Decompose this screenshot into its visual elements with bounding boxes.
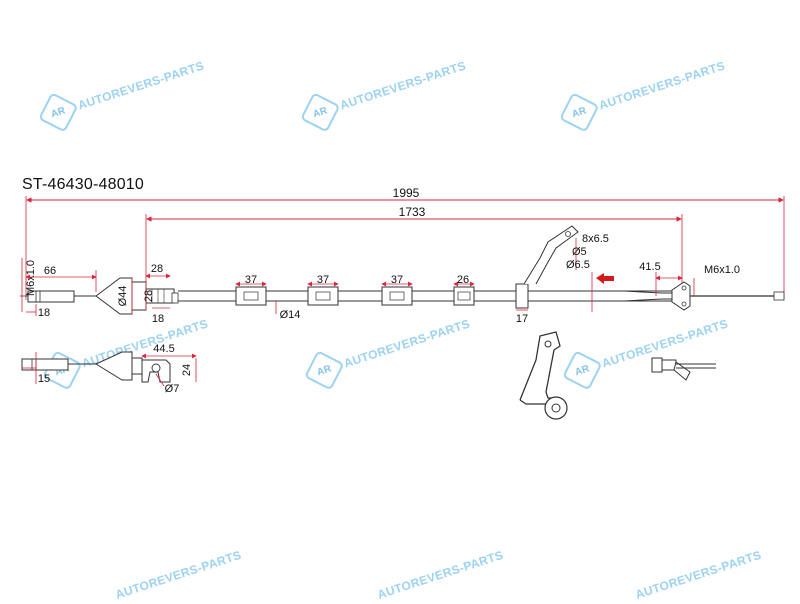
dim-lower-24-label: 24 [181,364,193,376]
dim-lower-d7-label: Ø7 [165,383,180,395]
bellows [95,277,179,315]
dim-left-thread-label: M6x1.0 [25,260,37,296]
dim-lower-15: 15 [22,352,50,385]
dim-cable-d14-label: Ø14 [280,309,301,321]
sleeve-4: 26 [453,274,475,306]
dim-right-thread: M6x1.0 [693,264,740,296]
dim-overall-label: 1995 [393,186,420,200]
dim-bellows-28h-label: 28 [143,290,155,302]
dim-left-66-label: 66 [44,265,56,277]
dim-bellows-28h: 28 [143,282,155,310]
dim-left-66: 66 [25,265,97,292]
sleeve-3-label: 37 [391,274,403,286]
right-end-fitting [671,281,785,311]
sleeve-1-label: 37 [245,274,257,286]
dim-cable-d14: Ø14 [275,301,301,321]
dim-cable: 1733 [145,205,683,296]
dim-cable-label: 1733 [399,205,426,219]
dim-bellows-d44: Ø44 [117,278,133,314]
dim-bellows-28w-label: 28 [151,263,163,275]
dim-clip-18: 18 [152,307,170,325]
dim-bellows-28w: 28 [145,263,171,279]
dim-clip-18-label: 18 [152,313,164,325]
dim-left-thread: M6x1.0 [21,258,37,312]
left-end-fitting [20,290,96,303]
dim-bracket-17-label: 17 [516,313,528,325]
sleeve-2-label: 37 [317,274,329,286]
dim-left-18-label: 18 [38,307,50,319]
dim-lower-445: 44.5 [141,343,197,359]
dim-lower-24: 24 [181,358,197,382]
sleeve-2: 37 [307,274,339,306]
dim-right-415: 41.5 [639,261,683,296]
dim-bracket-d65-label: Ø6.5 [566,259,590,271]
right-end-detail [651,357,716,381]
sleeve-4-label: 26 [457,274,469,286]
dim-lower-445-label: 44.5 [153,343,174,355]
mounting-bracket: 17 [515,225,579,325]
dim-bellows-d44-label: Ø44 [117,286,129,307]
bracket-side-view [519,331,568,420]
dim-left-18: 18 [26,304,50,319]
dim-overall: 1995 [25,186,785,300]
dim-right-thread-label: M6x1.0 [704,264,740,276]
view-arrow-icon [596,273,614,284]
dim-bracket-hole-label: 8x6.5 [582,233,609,245]
sleeve-1: 37 [235,274,267,306]
dim-lower-15-label: 15 [38,373,50,385]
dim-lower-d7: Ø7 [155,373,180,395]
part-number: ST-46430-48010 [22,176,145,193]
dim-right-415-label: 41.5 [639,261,660,273]
sleeve-3: 37 [381,274,413,306]
bracket-hole-dims: 8x6.5 Ø5 Ø6.5 [566,233,609,312]
dim-bracket-d5-label: Ø5 [572,246,587,258]
